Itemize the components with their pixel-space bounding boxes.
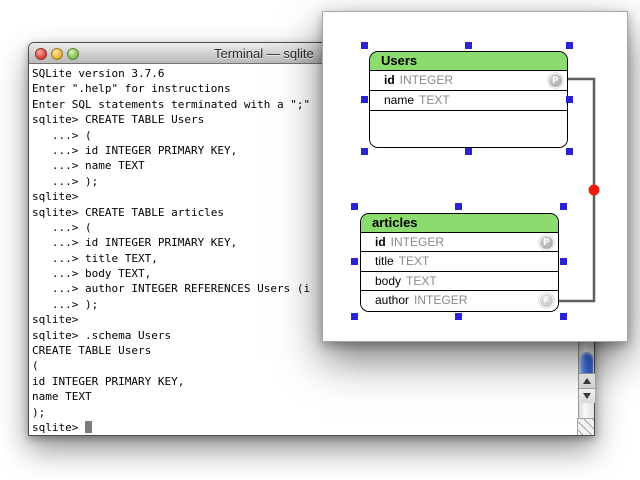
table-empty-area [370,111,567,147]
terminal-line: sqlite> .schema Users [32,328,172,342]
selection-handle[interactable] [351,203,358,210]
field-type: TEXT [406,273,437,288]
field-name: id [384,73,395,87]
terminal-line: ( [32,359,39,373]
close-button[interactable] [35,48,47,60]
terminal-line: id INTEGER PRIMARY KEY, [32,374,185,388]
selection-handle[interactable] [566,148,573,155]
selection-handle[interactable] [560,313,567,320]
selection-handle[interactable] [351,258,358,265]
terminal-line: sqlite> [32,190,85,204]
terminal-line: ...> ( [32,128,92,142]
selection-handle[interactable] [566,42,573,49]
selection-handle[interactable] [566,96,573,103]
selection-handle[interactable] [465,148,472,155]
terminal-line: ...> id INTEGER PRIMARY KEY, [32,236,238,250]
scroll-up-arrow-icon [583,378,591,384]
relation-point[interactable] [588,184,600,196]
foreign-key-badge: F [540,294,553,308]
scroll-down-arrow-icon [583,393,591,399]
field-row[interactable]: id INTEGER P [370,71,567,91]
primary-key-badge: P [540,235,553,249]
zoom-button[interactable] [67,48,79,60]
field-row[interactable]: title TEXT [361,252,558,272]
field-row[interactable]: id INTEGER P [361,232,558,253]
minimize-button[interactable] [51,48,63,60]
terminal-line: SQLite version 3.7.6 [32,67,165,80]
selection-handle[interactable] [465,42,472,49]
selection-handle[interactable] [560,203,567,210]
terminal-line: ...> author INTEGER REFERENCES Users (i [32,282,311,296]
field-name: id [375,234,386,249]
field-name: title [375,254,394,269]
field-name: body [375,273,402,288]
terminal-line: ...> ( [32,220,92,234]
terminal-line: Enter ".help" for instructions [32,82,231,96]
terminal-line: sqlite> [32,313,85,327]
terminal-line: CREATE TABLE Users [32,344,152,358]
terminal-line: ...> id INTEGER PRIMARY KEY, [32,143,238,157]
field-name: name [384,93,415,107]
selection-handle[interactable] [361,42,368,49]
selection-handle[interactable] [560,258,567,265]
primary-key-badge: P [549,74,562,87]
resize-grip-icon[interactable] [577,418,594,435]
scroll-down-button[interactable] [579,388,595,403]
terminal-line: ...> title TEXT, [32,251,158,265]
selection-handle[interactable] [361,96,368,103]
terminal-line: name TEXT [32,390,92,404]
window-title: Terminal — sqlite [214,46,314,61]
terminal-line: ); [32,405,46,419]
field-type: TEXT [419,93,450,107]
prompt-text: sqlite> [32,420,85,434]
terminal-prompt-line: sqlite> [32,420,594,435]
terminal-line: sqlite> CREATE TABLE Users [32,113,205,127]
field-name: author [375,293,410,308]
scroll-up-button[interactable] [579,373,595,388]
table-users[interactable]: Users id INTEGER P name TEXT [369,51,568,148]
field-type: INTEGER [414,293,468,308]
field-row[interactable]: author INTEGER F [361,291,558,311]
terminal-line: Enter SQL statements terminated with a "… [32,97,311,111]
field-row[interactable]: name TEXT [370,91,567,111]
selection-handle[interactable] [351,313,358,320]
selection-handle[interactable] [455,313,462,320]
selection-handle[interactable] [455,203,462,210]
terminal-line: sqlite> CREATE TABLE articles [32,205,225,219]
table-users-header[interactable]: Users [370,52,567,71]
terminal-line: ...> ); [32,297,99,311]
field-row[interactable]: body TEXT [361,271,558,292]
terminal-cursor [84,420,92,433]
table-articles-header[interactable]: articles [361,214,558,233]
selection-handle[interactable] [361,148,368,155]
field-type: INTEGER [390,234,445,249]
terminal-line: ...> name TEXT [32,159,145,173]
field-type: TEXT [398,254,430,269]
field-type: INTEGER [399,73,454,87]
terminal-line: ...> ); [32,174,99,188]
terminal-line: ...> body TEXT, [32,267,152,281]
